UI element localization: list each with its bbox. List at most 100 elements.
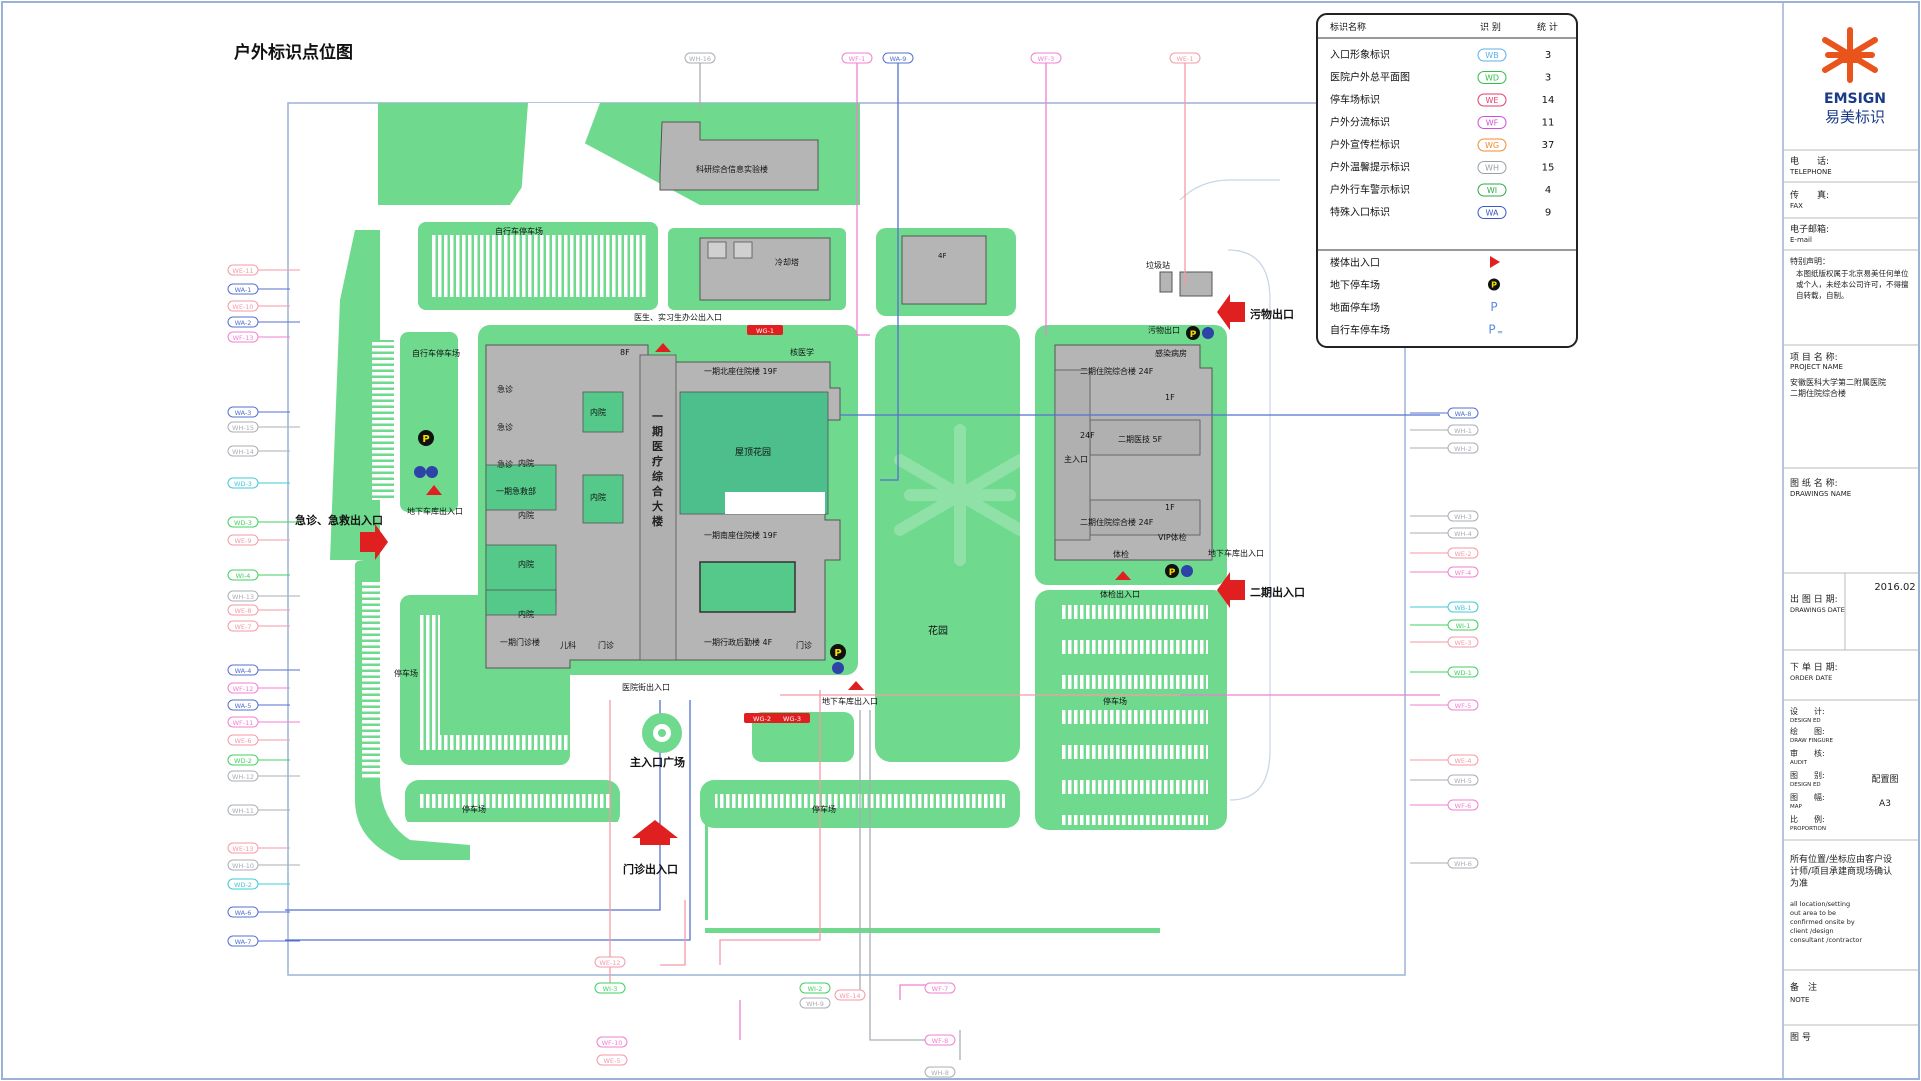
entrance-triangle-icon (426, 485, 442, 495)
tag-code: WE-1 (1176, 55, 1193, 63)
tag-bottom-5: WF-7 (924, 982, 956, 994)
notice-body: 本图纸版权属于北京易美任何单位或个人，未经本公司许可，不得擅自转载，自制。 (1796, 268, 1909, 300)
tag-left-6: WH-15 (227, 421, 259, 433)
legend-row-count: 11 (1542, 118, 1555, 129)
lbl-bike-top: 自行车停车场 (495, 226, 543, 236)
tag-top-2: WA-9 (882, 52, 914, 64)
legend-row-name: 入口形象标识 (1330, 49, 1390, 61)
legend-row-name: 户外分流标识 (1330, 116, 1390, 129)
legend-row-count: 3 (1545, 73, 1551, 84)
draw-label: 绘 图: (1790, 726, 1825, 736)
lbl-8f: 8F (620, 348, 630, 357)
tag-right-3: WH-3 (1447, 510, 1479, 522)
tag-code: WE-11 (232, 267, 253, 275)
lbl-main-entrance: 主入口 (1064, 454, 1088, 464)
lbl-staff-entrance: 医生、实习生办公出入口 (634, 312, 722, 322)
date-value: 2016.02 (1874, 582, 1915, 593)
tel-label-en: TELEPHONE (1789, 168, 1832, 176)
legend-row-count: 37 (1542, 140, 1555, 151)
tag-bottom-9: WH-8 (924, 1066, 956, 1078)
parking-p-icon: P (1490, 300, 1497, 314)
tag-code: WA-9 (890, 55, 907, 63)
sewage-arrow-icon (1217, 294, 1245, 330)
svg-text:P: P (1490, 300, 1497, 314)
tag-code: WI-4 (236, 572, 251, 580)
tag-left-5: WA-3 (227, 406, 259, 418)
page-title: 户外标识点位图 (234, 42, 353, 63)
lbl-1f-b: 1F (1165, 503, 1175, 512)
tag-bottom-2: WI-2 (799, 982, 831, 994)
legend-symbol-name: 自行车停车场 (1330, 324, 1390, 337)
drawing-label: 图 纸 名 称: (1790, 477, 1838, 489)
tag-code: WF-8 (932, 1037, 949, 1045)
tag-code: WE-9 (234, 537, 251, 545)
project-value: 安徽医科大学第二附属医院二期住院综合楼 (1790, 377, 1886, 398)
legend-row-count: 15 (1542, 163, 1555, 174)
tag-code: WE-2 (1454, 550, 1471, 558)
lbl-courtyard-3: 内院 (518, 458, 534, 468)
tag-bottom-7: WE-5 (596, 1054, 628, 1066)
tag-code: WF-7 (932, 985, 949, 993)
tag-code: WE-10 (232, 303, 253, 311)
lbl-parking-bottom-mid: 停车场 (812, 804, 836, 814)
tag-right-4: WH-4 (1447, 527, 1479, 539)
tag-top-4: WE-1 (1169, 52, 1201, 64)
tag-left-7: WH-14 (227, 445, 259, 457)
tag-right-13: WH-5 (1447, 774, 1479, 786)
tag-right-10: WD-1 (1447, 666, 1479, 678)
legend-row-1: 医院户外总平面图 WD 3 (1330, 71, 1551, 84)
legend-row-name: 户外宣传栏标识 (1330, 138, 1400, 151)
fax-label-en: FAX (1790, 202, 1803, 210)
date-label-en: DRAWINGS DATE (1790, 606, 1845, 614)
type-label-en: DESIGN ED (1790, 782, 1821, 788)
order-label: 下 单 日 期: (1790, 661, 1838, 673)
tag-code: WH-15 (232, 424, 254, 432)
lbl-mri: 核医学 (790, 347, 814, 357)
tag-code: WD-2 (234, 881, 252, 889)
size-label-en: MAP (1790, 804, 1803, 810)
tag-code: WH-8 (931, 1069, 949, 1077)
tag-code: WH-4 (1454, 530, 1472, 538)
tag-right-2: WH-2 (1447, 442, 1479, 454)
tag-code: WF-4 (1455, 569, 1472, 577)
legend-row-code: WI (1487, 186, 1497, 195)
tag-code: WA-5 (235, 702, 252, 710)
lbl-courtyard-2: 内院 (590, 492, 606, 502)
red-triangle-icon (1490, 256, 1500, 268)
lbl-courtyard-1: 内院 (590, 407, 606, 417)
tag-code: WA-8 (1455, 410, 1472, 418)
lbl-checkup-entrance: 体检出入口 (1100, 589, 1140, 599)
tag-code: WG-3 (783, 715, 801, 723)
fax-label: 传 真: (1790, 189, 1829, 201)
tag-left-15: WA-4 (227, 664, 259, 676)
tag-code: WF-1 (849, 55, 866, 63)
underground-parking-icon (418, 430, 434, 446)
lbl-bike-left: 自行车停车场 (412, 348, 460, 358)
lbl-phase2-bottom: 二期住院综合楼 24F (1080, 517, 1154, 527)
lbl-main-plaza: 主入口广场 (630, 755, 685, 769)
lbl-4f: 4F (938, 252, 946, 260)
tag-left-27: WA-7 (227, 935, 259, 947)
tag-code: WE-14 (839, 992, 860, 1000)
tag-code: WE-5 (603, 1057, 620, 1065)
parking-circle-icon: P (1488, 278, 1500, 291)
svg-text:P: P (1190, 330, 1197, 340)
tag-code: WF-13 (233, 334, 254, 342)
legend-symbol-name: 地下停车场 (1330, 279, 1380, 292)
brand-cn: 易美标识 (1825, 108, 1885, 126)
tag-left-25: WD-2 (227, 878, 259, 890)
tag-left-4: WF-13 (227, 331, 259, 343)
tag-code: WA-3 (235, 409, 252, 417)
tag-top-0: WH-16 (684, 52, 716, 64)
tag-left-26: WA-6 (227, 906, 259, 918)
legend-row-name: 户外行车警示标识 (1330, 183, 1410, 196)
tag-left-17: WA-5 (227, 699, 259, 711)
legend-row-name: 医院户外总平面图 (1330, 71, 1410, 84)
legend-row-code: WD (1485, 74, 1499, 83)
tag-code: WH-12 (232, 773, 254, 781)
lbl-er-entrance: 急诊、急救出入口 (295, 513, 383, 527)
